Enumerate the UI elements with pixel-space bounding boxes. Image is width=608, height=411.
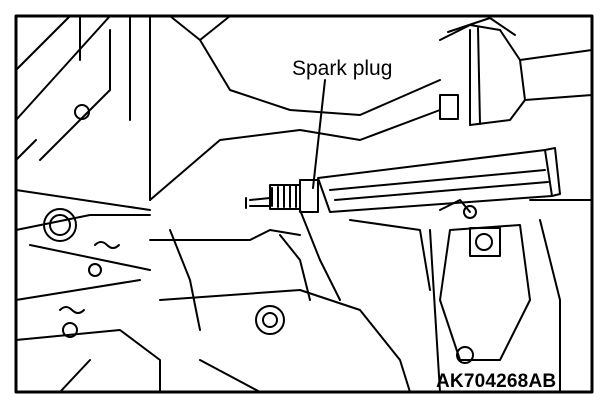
intake-hose — [149, 17, 593, 201]
engine-block — [15, 15, 231, 393]
spark-plug — [245, 179, 319, 213]
lower-components — [149, 209, 441, 393]
spark-plug-label: Spark plug — [292, 57, 393, 80]
spark-plug-socket — [317, 147, 561, 213]
figure-frame — [14, 14, 594, 394]
bolt-head — [43, 208, 77, 242]
callout-leader — [312, 79, 326, 189]
figure-code: AK704268AB — [436, 371, 557, 392]
ignition-coil — [439, 199, 593, 393]
